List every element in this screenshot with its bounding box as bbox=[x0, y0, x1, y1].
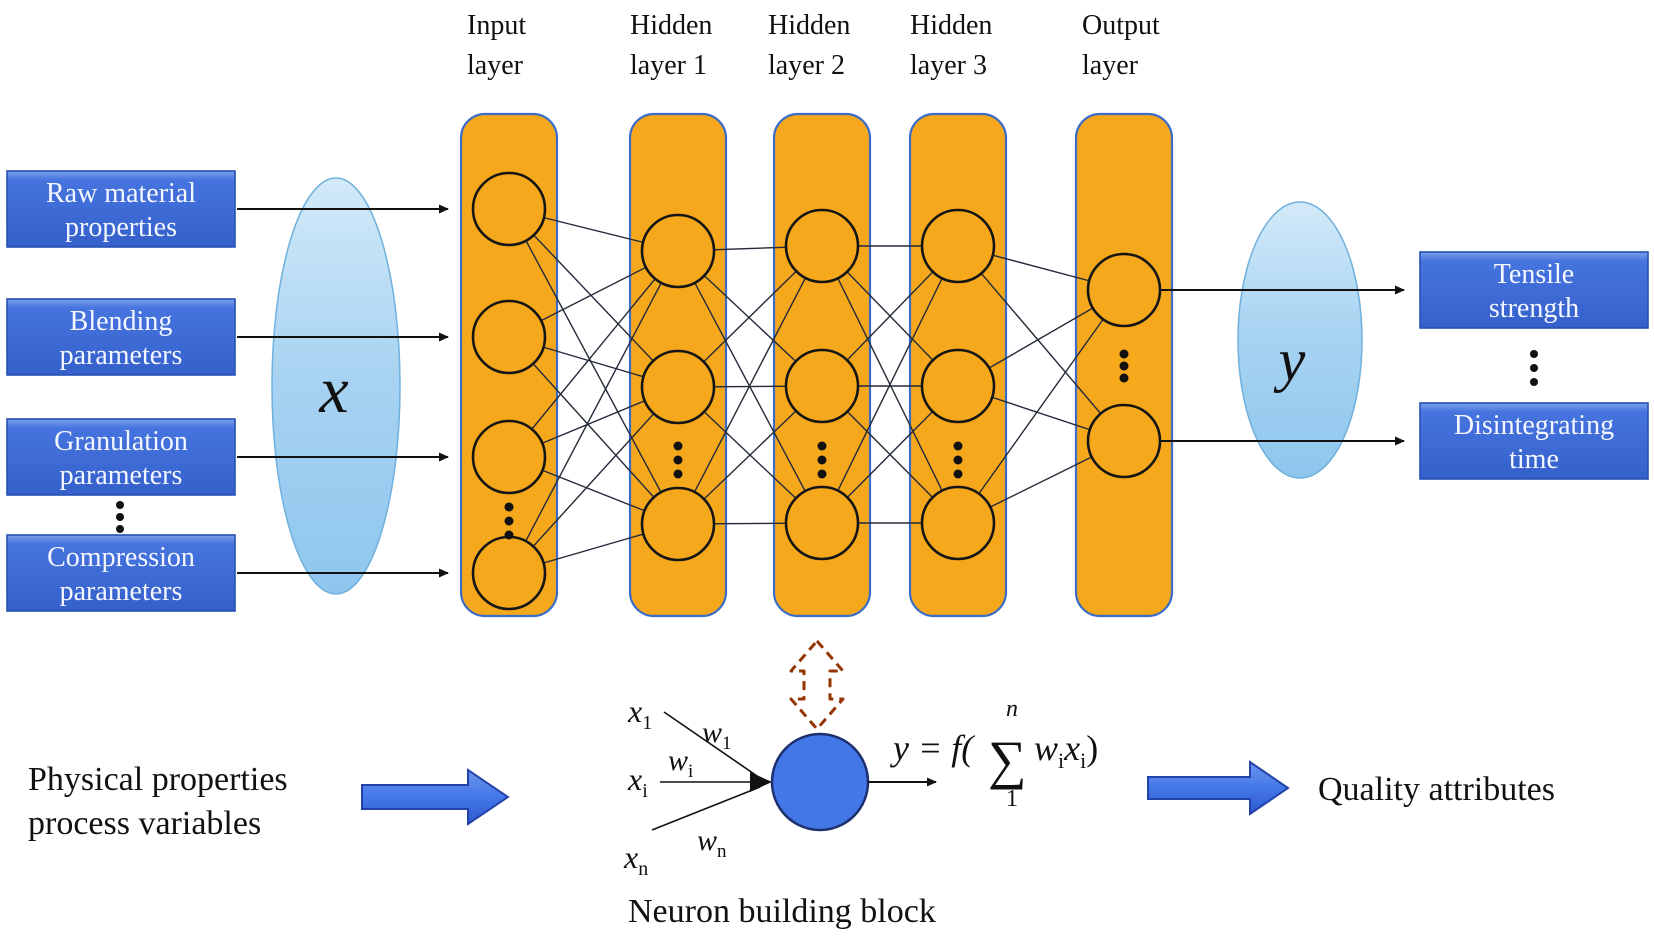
output-layer-label: layer bbox=[1082, 50, 1139, 81]
neuron-input-x1: x1 bbox=[627, 693, 652, 734]
hidden-layer-1-label: layer 1 bbox=[630, 50, 707, 81]
output-arrows bbox=[1160, 285, 1405, 446]
hidden3-neuron bbox=[920, 485, 996, 561]
neuron-input-xn: xn bbox=[623, 839, 648, 880]
output-box-label: strength bbox=[1489, 293, 1579, 324]
hidden1-neuron bbox=[640, 486, 716, 562]
output-vector-ellipse bbox=[1237, 201, 1363, 479]
input-arrows bbox=[237, 204, 449, 578]
hidden-layer-2-label: layer 2 bbox=[768, 50, 845, 81]
left-block-arrow-icon bbox=[361, 768, 510, 826]
input-neuron bbox=[471, 171, 547, 247]
hidden2-neuron bbox=[784, 348, 860, 424]
input-box-compression: Compression parameters bbox=[6, 534, 236, 612]
output-layer-label: Output bbox=[1082, 10, 1160, 41]
input-vector-ellipse bbox=[271, 177, 401, 595]
output-vector-symbol: y bbox=[1273, 327, 1306, 393]
output-neuron bbox=[1086, 403, 1162, 479]
neuron-weight-wi: wi bbox=[668, 744, 693, 782]
hidden3-neuron bbox=[920, 208, 996, 284]
input-box-label: properties bbox=[65, 212, 177, 243]
input-boxes: Raw material properties Blending paramet… bbox=[6, 170, 236, 612]
converge-arrowhead-icon bbox=[750, 772, 772, 792]
hidden3-neuron bbox=[920, 348, 996, 424]
input-box-label: parameters bbox=[60, 460, 183, 491]
input-neuron bbox=[471, 419, 547, 495]
ellipsis-dots bbox=[116, 349, 1538, 540]
formula-lower-limit: 1 bbox=[1006, 786, 1018, 812]
neuron-input-xi: xi bbox=[627, 761, 648, 802]
neuron-circle bbox=[770, 732, 870, 832]
hidden1-neuron bbox=[640, 349, 716, 425]
hidden1-neuron bbox=[640, 213, 716, 289]
hidden2-neuron bbox=[784, 485, 860, 561]
output-box-label: Tensile bbox=[1494, 259, 1574, 290]
hidden2-neuron bbox=[784, 208, 860, 284]
formula-terms: wixi) bbox=[1034, 728, 1098, 773]
input-box-label: parameters bbox=[60, 576, 183, 607]
input-layer-label: Input bbox=[467, 10, 526, 41]
output-box-label: Disintegrating bbox=[1454, 410, 1614, 441]
hidden-layer-1-label: Hidden bbox=[630, 10, 712, 41]
hidden-layer-3-label: layer 3 bbox=[910, 50, 987, 81]
neuron-formula: y = f( ∑ n 1 wixi) bbox=[890, 696, 1098, 812]
zoom-dashed-double-arrow bbox=[789, 639, 845, 731]
hidden-layer-2-label: Hidden bbox=[768, 10, 850, 41]
input-box-blending: Blending parameters bbox=[6, 298, 236, 376]
input-box-label: Blending bbox=[70, 306, 173, 337]
output-box-label: time bbox=[1509, 444, 1559, 475]
input-neuron bbox=[471, 299, 547, 375]
neuron-weight-wn: wn bbox=[697, 824, 727, 862]
input-box-raw-material: Raw material properties bbox=[6, 170, 236, 248]
input-box-label: Compression bbox=[47, 542, 195, 573]
neuron-weight-w1: w1 bbox=[702, 716, 732, 754]
output-box-disintegrating: Disintegrating time bbox=[1419, 402, 1649, 480]
formula-lhs: y = f( bbox=[890, 728, 975, 768]
input-neuron bbox=[471, 535, 547, 611]
input-box-granulation: Granulation parameters bbox=[6, 418, 236, 496]
neurons bbox=[471, 171, 1162, 611]
right-block-arrow-icon bbox=[1147, 760, 1290, 816]
input-vector-symbol: x bbox=[318, 354, 348, 427]
neuron-caption: Neuron building block bbox=[628, 893, 936, 930]
output-boxes: Tensile strength Disintegrating time bbox=[1419, 251, 1649, 480]
right-caption: Quality attributes bbox=[1318, 771, 1555, 808]
left-caption: process variables bbox=[28, 805, 261, 842]
hidden-layer-3-label: Hidden bbox=[910, 10, 992, 41]
output-box-tensile: Tensile strength bbox=[1419, 251, 1649, 329]
layer-labels: Input layer Hidden layer 1 Hidden layer … bbox=[467, 10, 1160, 81]
input-box-label: Granulation bbox=[54, 426, 188, 457]
input-layer-label: layer bbox=[467, 50, 524, 81]
formula-sum-icon: ∑ bbox=[988, 730, 1027, 790]
output-neuron bbox=[1086, 252, 1162, 328]
input-box-label: parameters bbox=[60, 340, 183, 371]
input-box-label: Raw material bbox=[46, 178, 196, 209]
neuron-building-block: x1 xi xn w1 wi wn y = f( ∑ n 1 wixi) Neu… bbox=[623, 693, 1098, 930]
left-caption: Physical properties bbox=[28, 761, 288, 798]
formula-upper-limit: n bbox=[1006, 696, 1018, 722]
